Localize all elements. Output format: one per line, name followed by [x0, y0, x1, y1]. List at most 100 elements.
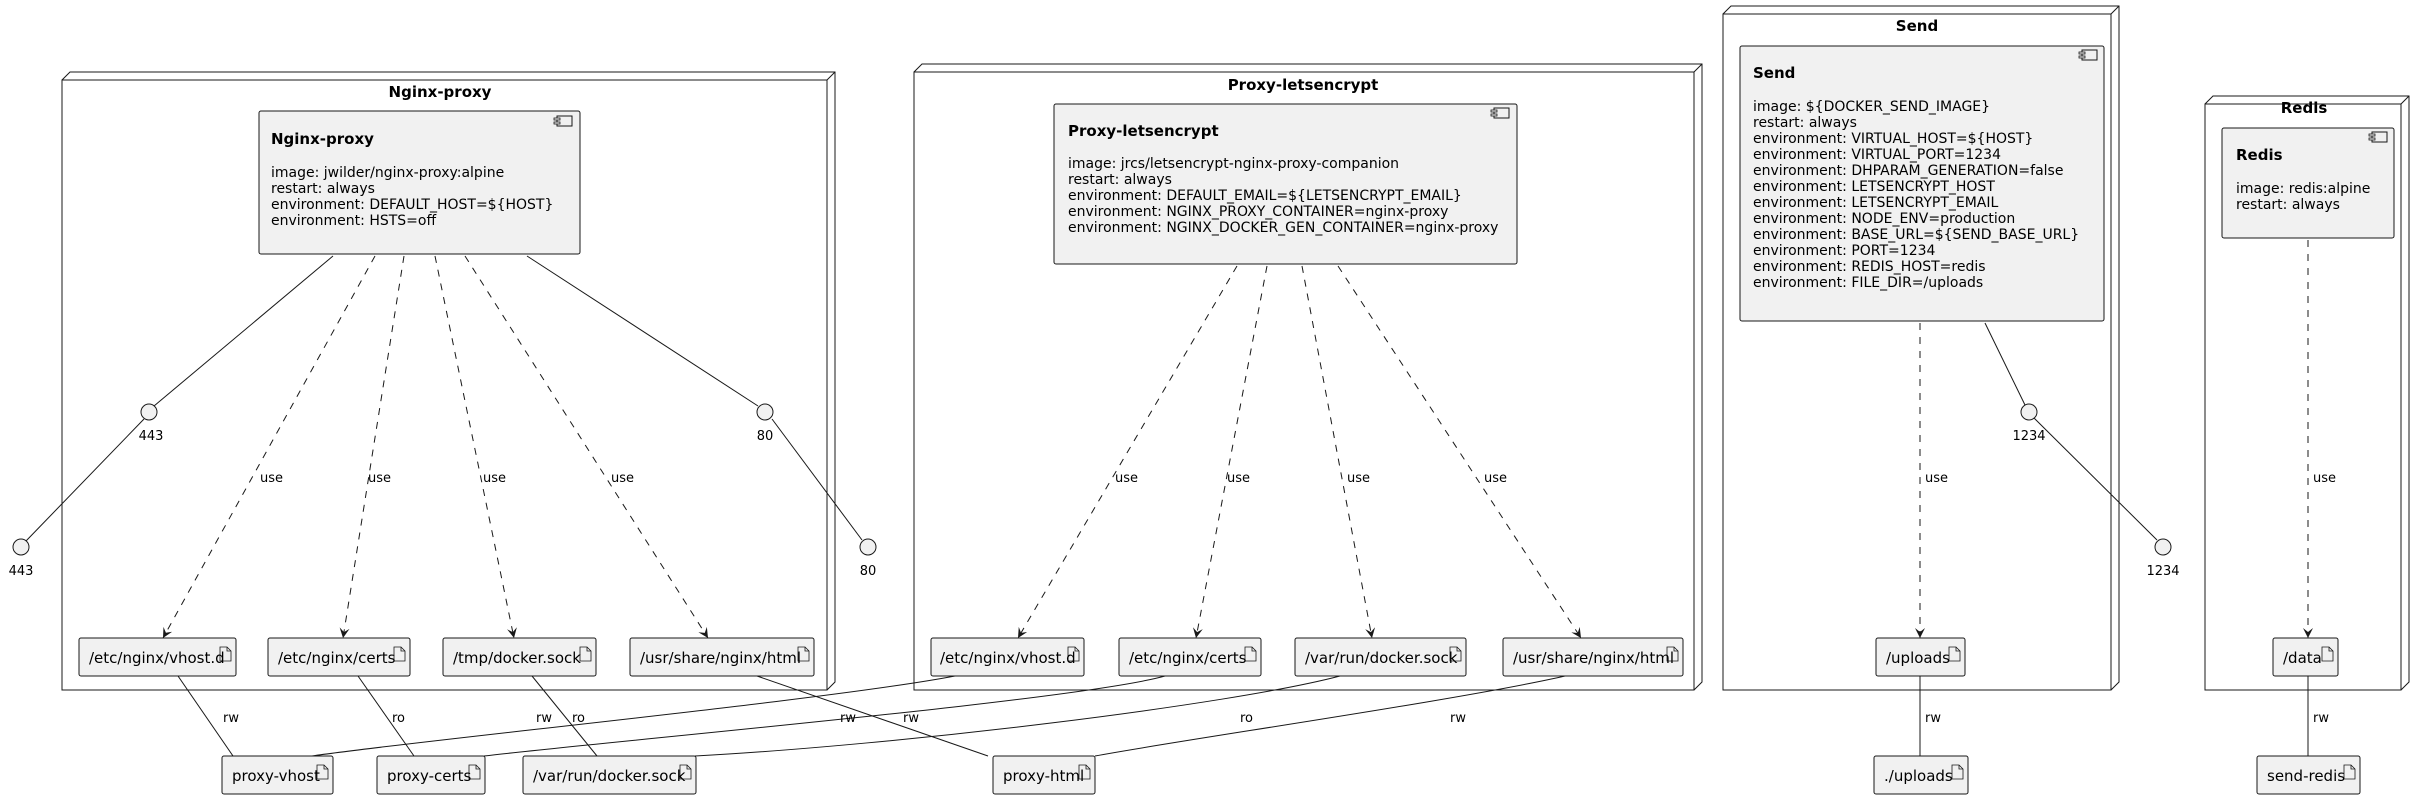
component-redis[interactable]: Redis image: redis:alpine restart: alway…: [2221, 127, 2395, 239]
artifact-le-vhost[interactable]: /etc/nginx/vhost.d: [930, 637, 1085, 677]
artifact-icon: [1067, 646, 1080, 662]
edge-label-use: use: [2313, 471, 2336, 486]
component-icon: [2368, 131, 2388, 143]
node-title: Redis: [2281, 99, 2328, 117]
interface-port-80: 80: [756, 403, 774, 444]
artifact-send-uploads[interactable]: /uploads: [1875, 637, 1966, 677]
artifact-le-docker-sock[interactable]: /var/run/docker.sock: [1294, 637, 1467, 677]
volume-proxy-certs[interactable]: proxy-certs: [376, 755, 486, 795]
component-line: environment: DEFAULT_EMAIL=${LETSENCRYPT…: [1068, 188, 1462, 204]
send-edges: use: [1915, 322, 2158, 638]
volume-uploads[interactable]: ./uploads: [1873, 755, 1969, 795]
volume-label: proxy-vhost: [232, 767, 320, 785]
component-line: environment: DEFAULT_HOST=${HOST}: [271, 197, 553, 213]
component-line: environment: PORT=1234: [1753, 243, 1936, 259]
component-line: image: jrcs/letsencrypt-nginx-proxy-comp…: [1068, 156, 1399, 172]
component-line: image: redis:alpine: [2236, 181, 2370, 197]
volume-label: proxy-html: [1003, 767, 1084, 785]
artifact-label: /etc/nginx/vhost.d: [89, 649, 225, 667]
component-line: environment: NGINX_PROXY_CONTAINER=nginx…: [1068, 204, 1448, 220]
volume-label: ./uploads: [1884, 767, 1953, 785]
edge-label-rw: rw: [1925, 711, 1941, 726]
edge-label-use: use: [483, 471, 506, 486]
volume-edges: [177, 675, 2309, 757]
component-line: restart: always: [2236, 197, 2340, 213]
edge-label-use: use: [1227, 471, 1250, 486]
artifact-label: /etc/nginx/certs: [1129, 649, 1247, 667]
component-title: Nginx-proxy: [271, 130, 374, 148]
component-line: environment: BASE_URL=${SEND_BASE_URL}: [1753, 227, 2079, 243]
port-label: 1234: [2146, 564, 2179, 579]
edge-label-ro: ro: [572, 711, 585, 726]
edge-label-rw: rw: [840, 711, 856, 726]
artifact-label: /tmp/docker.sock: [453, 649, 581, 667]
external-port-80: 80: [859, 538, 877, 579]
artifact-icon: [1078, 764, 1091, 780]
component-proxy-letsencrypt[interactable]: Proxy-letsencrypt image: jrcs/letsencryp…: [1053, 103, 1518, 265]
edge-label-rw: rw: [536, 711, 552, 726]
artifact-icon: [1449, 646, 1462, 662]
letsencrypt-edges: [1017, 265, 1582, 639]
interface-port-1234: 1234: [2012, 403, 2046, 444]
artifact-icon: [468, 764, 481, 780]
redis-edges: use: [2303, 240, 2336, 638]
edge-label-rw: rw: [903, 711, 919, 726]
volume-docker-sock[interactable]: /var/run/docker.sock: [522, 755, 697, 795]
port-label: 443: [139, 429, 164, 444]
component-line: environment: REDIS_HOST=redis: [1753, 259, 1986, 275]
artifact-label: /etc/nginx/certs: [278, 649, 396, 667]
artifact-redis-data[interactable]: /data: [2272, 637, 2339, 677]
artifact-icon: [219, 646, 232, 662]
artifact-le-html[interactable]: /usr/share/nginx/html: [1502, 637, 1684, 677]
component-line: environment: HSTS=off: [271, 213, 436, 229]
artifact-nginx-certs[interactable]: /etc/nginx/certs: [267, 637, 411, 677]
port-label: 80: [757, 429, 774, 444]
component-line: image: jwilder/nginx-proxy:alpine: [271, 165, 504, 181]
artifact-icon: [797, 646, 810, 662]
artifact-icon: [579, 646, 592, 662]
component-icon: [1490, 107, 1510, 119]
artifact-icon: [2343, 764, 2356, 780]
artifact-label: /uploads: [1886, 649, 1950, 667]
edge-label-ro: ro: [392, 711, 405, 726]
artifact-le-certs[interactable]: /etc/nginx/certs: [1118, 637, 1262, 677]
nginx-edges: [25, 255, 863, 639]
edge-label-use: use: [1484, 471, 1507, 486]
edge-label-rw: rw: [1450, 711, 1466, 726]
component-line: environment: FILE_DIR=/uploads: [1753, 275, 1983, 291]
component-nginx-proxy[interactable]: Nginx-proxy image: jwilder/nginx-proxy:a…: [258, 110, 581, 255]
component-line: restart: always: [1753, 115, 1857, 131]
edge-label-rw: rw: [2313, 711, 2329, 726]
node-title: Send: [1896, 17, 1938, 35]
artifact-icon: [1666, 646, 1679, 662]
artifact-nginx-html[interactable]: /usr/share/nginx/html: [629, 637, 815, 677]
edge-label-use: use: [368, 471, 391, 486]
volume-label: send-redis: [2267, 767, 2345, 785]
component-title: Redis: [2236, 146, 2283, 164]
artifact-nginx-docker-sock[interactable]: /tmp/docker.sock: [442, 637, 597, 677]
volume-label: /var/run/docker.sock: [533, 767, 686, 785]
artifact-icon: [1244, 646, 1257, 662]
artifact-icon: [1951, 764, 1964, 780]
letsencrypt-use-labels: use use use use: [1115, 471, 1507, 486]
mount-labels: rw ro ro rw rw rw ro rw rw rw: [223, 711, 2329, 726]
volume-proxy-html[interactable]: proxy-html: [992, 755, 1096, 795]
edge-label-use: use: [1347, 471, 1370, 486]
volume-send-redis[interactable]: send-redis: [2256, 755, 2361, 795]
port-label: 80: [860, 564, 877, 579]
artifact-label: /var/run/docker.sock: [1305, 649, 1458, 667]
volume-proxy-vhost[interactable]: proxy-vhost: [221, 755, 334, 795]
artifact-label: /usr/share/nginx/html: [1513, 649, 1674, 667]
component-line: environment: NGINX_DOCKER_GEN_CONTAINER=…: [1068, 220, 1498, 236]
edge-label-use: use: [1925, 471, 1948, 486]
artifact-label: /usr/share/nginx/html: [640, 649, 801, 667]
artifact-icon: [393, 646, 406, 662]
edge-label-use: use: [260, 471, 283, 486]
artifact-nginx-vhost[interactable]: /etc/nginx/vhost.d: [78, 637, 237, 677]
edge-label-rw: rw: [223, 711, 239, 726]
node-nginx-proxy: Nginx-proxy: [61, 71, 836, 691]
component-line: environment: LETSENCRYPT_EMAIL: [1753, 195, 1999, 211]
component-line: image: ${DOCKER_SEND_IMAGE}: [1753, 99, 1990, 115]
artifact-icon: [316, 764, 329, 780]
component-send[interactable]: Send image: ${DOCKER_SEND_IMAGE} restart…: [1739, 45, 2105, 322]
